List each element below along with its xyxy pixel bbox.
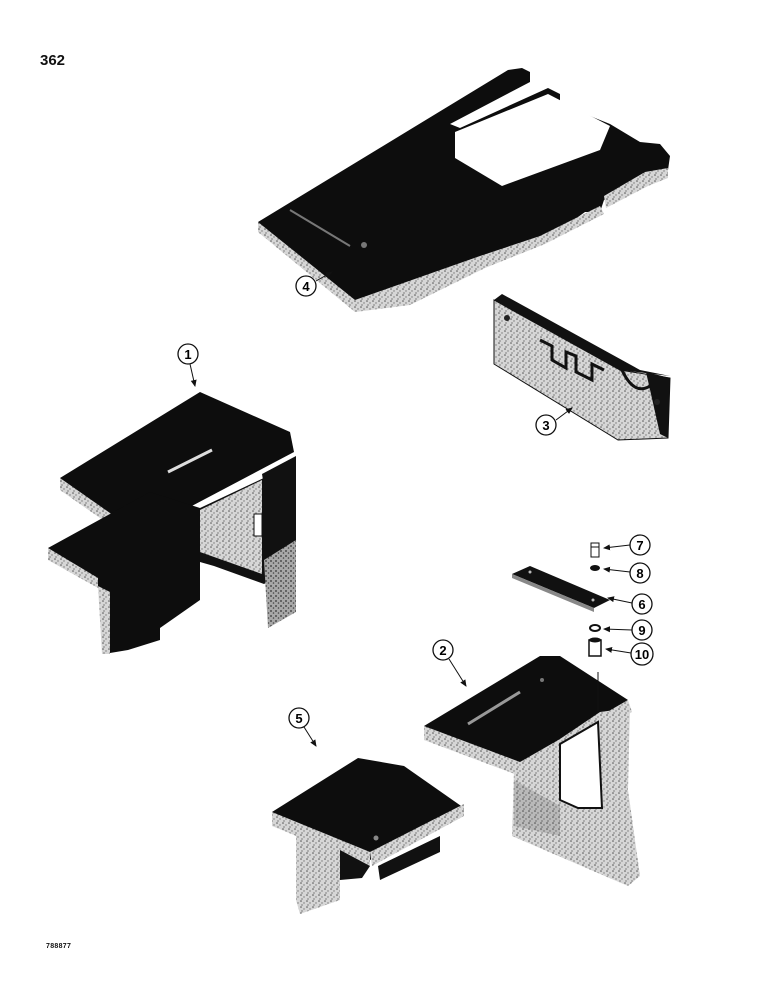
callout-3-label: 3	[542, 418, 549, 433]
callout-3: 3	[535, 407, 573, 436]
part-10-spacer	[588, 637, 602, 657]
part-2-seat-assembly	[424, 656, 640, 886]
callout-2: 2	[432, 639, 467, 687]
callout-1-label: 1	[184, 347, 191, 362]
callout-10: 10	[605, 642, 654, 666]
callout-7-label: 7	[636, 538, 643, 553]
part-7-screw	[590, 542, 600, 558]
callout-1: 1	[177, 343, 199, 387]
callout-8-label: 8	[636, 566, 643, 581]
part-1-console-cover	[48, 392, 296, 654]
callout-10-label: 10	[635, 647, 649, 662]
part-4-floor-mat	[258, 68, 670, 312]
part-6-plate	[512, 566, 610, 612]
part-5-small-seat-box	[272, 758, 464, 914]
part-3-foam-panel	[493, 294, 671, 441]
callout-8: 8	[603, 562, 651, 584]
callout-9: 9	[603, 619, 653, 641]
callout-6: 6	[607, 593, 653, 615]
page-number: 362	[40, 52, 66, 69]
callout-9-label: 9	[638, 623, 645, 638]
callout-2-label: 2	[439, 643, 446, 658]
callout-5-label: 5	[295, 711, 302, 726]
callout-7: 7	[603, 534, 651, 556]
callout-4: 4	[295, 271, 333, 297]
part-9-washer	[589, 624, 601, 632]
callout-5: 5	[288, 707, 317, 747]
figure-code: 788877	[46, 943, 72, 950]
callout-6-label: 6	[638, 597, 645, 612]
callout-4-label: 4	[302, 279, 310, 294]
part-8-lock-washer	[590, 565, 600, 571]
